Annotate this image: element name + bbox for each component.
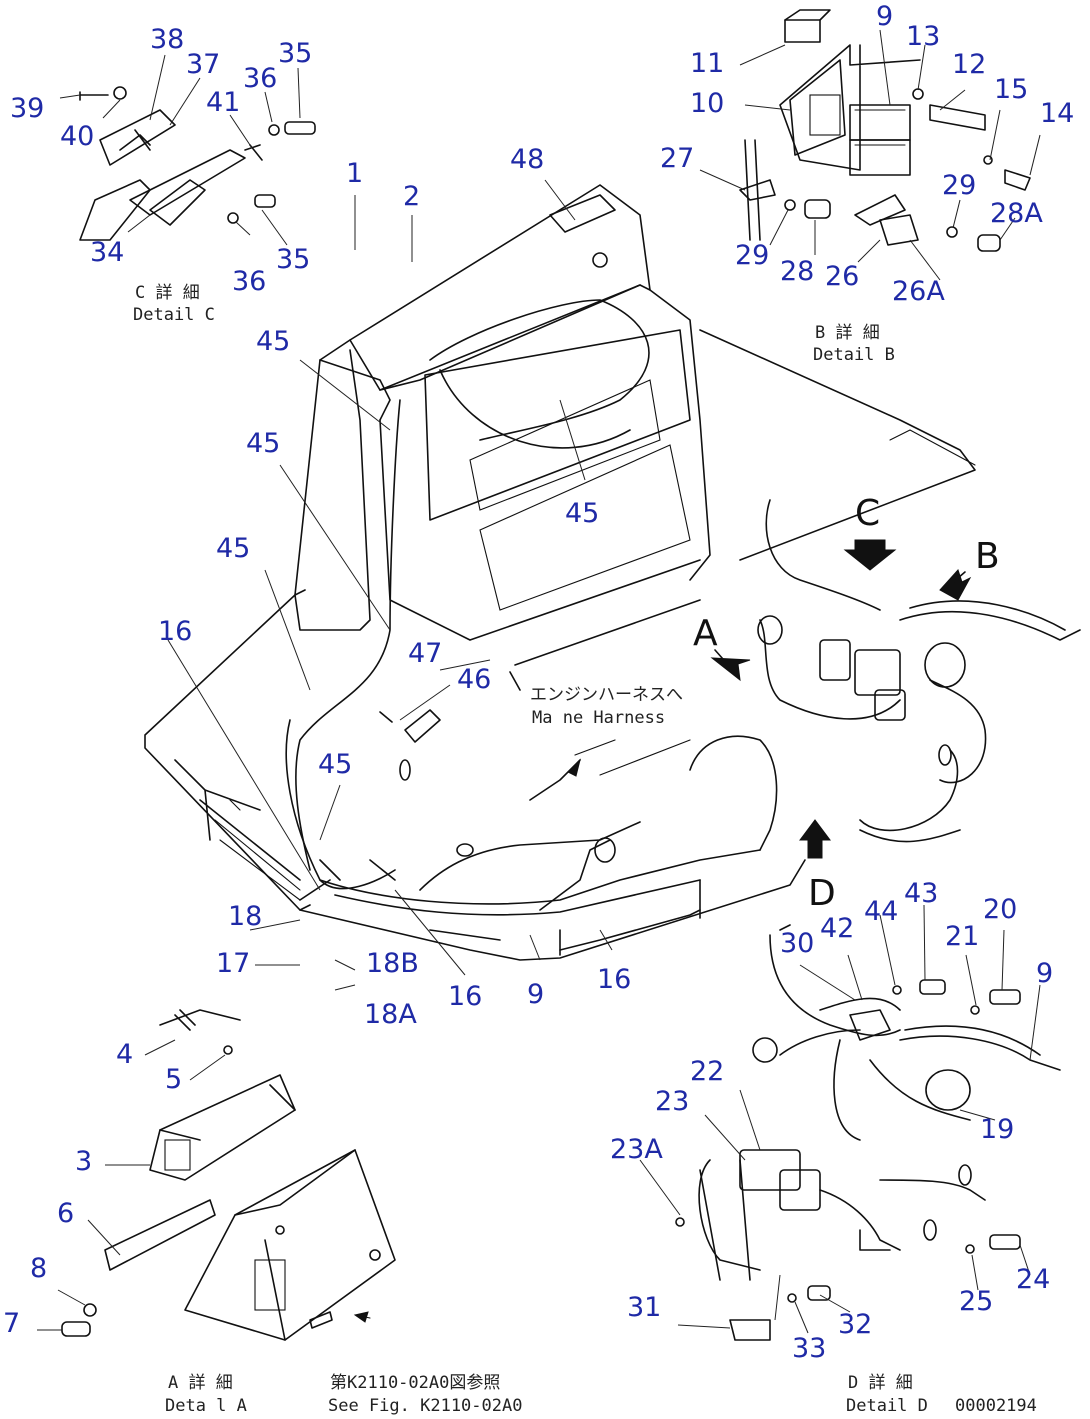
callout-41: 41	[206, 87, 240, 118]
callout-42: 42	[820, 913, 854, 944]
callout-35-top: 35	[278, 38, 312, 69]
harness-note-jp: エンジンハーネスへ	[530, 685, 683, 705]
callout-32: 32	[838, 1309, 872, 1340]
callout-8: 8	[30, 1253, 47, 1284]
callouts: 39 40 38 37 41 36 35 34 36 35 1 2 48 45 …	[3, 1, 1074, 1364]
callout-7: 7	[3, 1308, 20, 1339]
callout-2: 2	[403, 181, 420, 212]
callout-33: 33	[792, 1333, 826, 1364]
view-arrows	[710, 539, 972, 859]
view-letter-b: B	[975, 536, 1000, 577]
callout-45-d: 45	[216, 533, 250, 564]
figure-code: 00002194	[955, 1396, 1037, 1416]
ref-note-jp: 第K2110-02A0図参照	[330, 1373, 500, 1393]
detail-c-caption-en: Detail C	[133, 305, 215, 325]
callout-43: 43	[904, 878, 938, 909]
callout-6: 6	[57, 1198, 74, 1229]
callout-28A: 28A	[990, 198, 1043, 229]
harness-note-en: Ma ne Harness	[532, 708, 665, 728]
callout-17: 17	[216, 948, 250, 979]
callout-18: 18	[228, 901, 262, 932]
detail-b-caption-en: Detail B	[813, 345, 895, 365]
callout-31: 31	[627, 1292, 661, 1323]
callout-24: 24	[1016, 1264, 1050, 1295]
callout-9-main: 9	[527, 979, 544, 1010]
detail-a-caption-en: Deta l A	[165, 1396, 247, 1416]
callout-19: 19	[980, 1114, 1014, 1145]
callout-1: 1	[346, 158, 363, 189]
callout-47: 47	[408, 638, 442, 669]
callout-44: 44	[864, 896, 898, 927]
callout-48: 48	[510, 144, 544, 175]
view-letter-d: D	[808, 873, 836, 914]
detail-b-drawing	[739, 9, 1031, 252]
callout-26A: 26A	[892, 276, 945, 307]
leader-lines	[37, 29, 1041, 1334]
callout-13: 13	[906, 21, 940, 52]
callout-3: 3	[75, 1146, 92, 1177]
callout-23: 23	[655, 1086, 689, 1117]
callout-21: 21	[945, 921, 979, 952]
callout-10: 10	[690, 88, 724, 119]
callout-16-c: 16	[597, 964, 631, 995]
callout-4: 4	[116, 1039, 133, 1070]
callout-16-a: 16	[158, 616, 192, 647]
callout-22: 22	[690, 1056, 724, 1087]
detail-d-caption-jp: D 詳 細	[848, 1373, 913, 1393]
callout-20: 20	[983, 894, 1017, 925]
cab-assembly	[144, 184, 976, 961]
callout-46: 46	[457, 664, 491, 695]
callout-37: 37	[186, 49, 220, 80]
callout-34: 34	[90, 237, 124, 268]
callout-45-e: 45	[318, 749, 352, 780]
callout-11: 11	[690, 48, 724, 79]
callout-12: 12	[952, 49, 986, 80]
detail-d-drawing	[675, 924, 1061, 1341]
callout-14: 14	[1040, 98, 1074, 129]
callout-30: 30	[780, 928, 814, 959]
callout-40: 40	[60, 121, 94, 152]
callout-9-d: 9	[1036, 958, 1053, 989]
callout-16-b: 16	[448, 981, 482, 1012]
callout-39: 39	[10, 93, 44, 124]
callout-45-a: 45	[256, 326, 290, 357]
callout-35-bottom: 35	[276, 244, 310, 275]
ref-note-en: See Fig. K2110-02A0	[328, 1396, 522, 1416]
callout-9-b: 9	[876, 1, 893, 32]
detail-a-drawing	[61, 1009, 396, 1341]
callout-18A: 18A	[364, 999, 417, 1030]
callout-29-right: 29	[942, 170, 976, 201]
callout-38: 38	[150, 24, 184, 55]
view-letter-c: C	[855, 493, 880, 534]
main-harness	[285, 299, 1081, 956]
detail-b-caption-jp: B 詳 細	[815, 323, 880, 343]
view-letter-a: A	[693, 613, 718, 654]
callout-23A: 23A	[610, 1134, 663, 1165]
callout-45-b: 45	[246, 428, 280, 459]
callout-45-c: 45	[565, 498, 599, 529]
callout-18B: 18B	[366, 948, 419, 979]
callout-29-left: 29	[735, 240, 769, 271]
callout-36-bottom: 36	[232, 266, 266, 297]
detail-a-caption-jp: A 詳 細	[168, 1373, 233, 1393]
detail-d-caption-en: Detail D	[846, 1396, 928, 1416]
callout-28: 28	[780, 256, 814, 287]
callout-25: 25	[959, 1286, 993, 1317]
callout-26: 26	[825, 261, 859, 292]
callout-5: 5	[165, 1064, 182, 1095]
callout-36-top: 36	[243, 63, 277, 94]
detail-c-caption-jp: C 詳 細	[135, 283, 200, 303]
view-letters: A B C D	[693, 493, 1000, 914]
callout-27: 27	[660, 143, 694, 174]
callout-15: 15	[994, 74, 1028, 105]
captions: C 詳 細 Detail C B 詳 細 Detail B A 詳 細 Deta…	[133, 283, 1037, 1416]
detail-c-drawing	[79, 86, 316, 241]
